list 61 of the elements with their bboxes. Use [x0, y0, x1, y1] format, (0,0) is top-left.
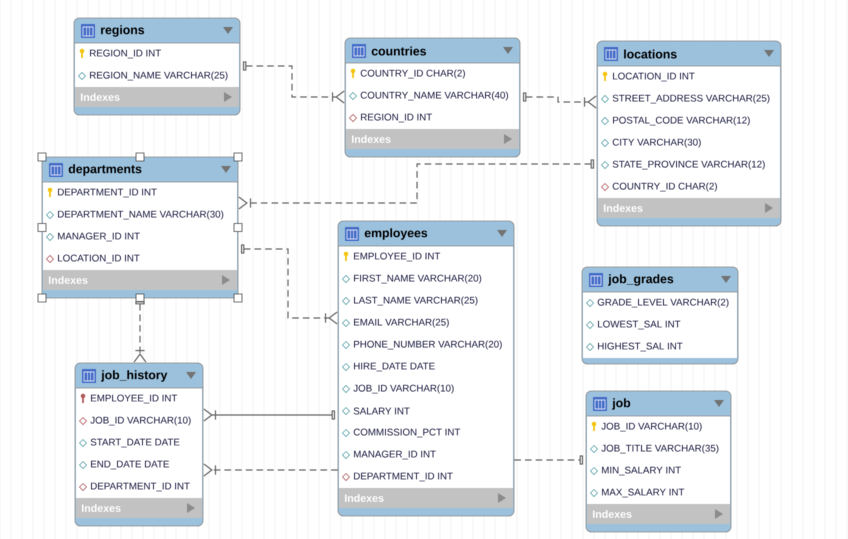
column-name: MIN_SALARY INT: [602, 466, 681, 476]
column-name: LOCATION_ID INT: [58, 254, 140, 264]
table-title: job_grades: [608, 274, 674, 286]
table-title: employees: [364, 228, 428, 240]
column-name: STREET_ADDRESS VARCHAR(25): [612, 94, 770, 104]
indexes-bar: Indexes: [598, 198, 780, 218]
column-name: PHONE_NUMBER VARCHAR(20): [354, 340, 502, 350]
column-name: REGION_NAME VARCHAR(25): [90, 71, 228, 81]
table-title: departments: [68, 164, 142, 176]
column-name: MANAGER_ID INT: [58, 232, 140, 242]
column-name: JOB_TITLE VARCHAR(35): [601, 444, 718, 454]
relationship-line: [514, 455, 584, 465]
column-name: END_DATE DATE: [91, 460, 169, 470]
column-name: LAST_NAME VARCHAR(25): [354, 296, 478, 306]
indexes-bar: Indexes: [75, 87, 239, 107]
column-name: DEPARTMENT_NAME VARCHAR(30): [58, 210, 224, 220]
column-name: JOB_ID VARCHAR(10): [90, 416, 191, 426]
column-name: LOCATION_ID INT: [613, 72, 695, 82]
column-name: FIRST_NAME VARCHAR(20): [354, 274, 482, 284]
column-name: GRADE_LEVEL VARCHAR(2): [598, 298, 728, 308]
table-title: locations: [624, 50, 677, 58]
relationship-line: [242, 61, 344, 104]
column-name: DEPARTMENT_ID INT: [91, 482, 190, 492]
indexes-bar: Indexes: [587, 504, 730, 524]
relationship-line: [204, 464, 338, 476]
column-name: CITY VARCHAR(30): [612, 138, 701, 148]
column-name: COUNTRY_ID CHAR(2): [612, 182, 717, 192]
column-name: COUNTRY_ID CHAR(2): [360, 69, 465, 79]
column-name: EMPLOYEE_ID INT: [91, 394, 178, 404]
column-name: REGION_ID INT: [361, 114, 432, 122]
relationship-line: [134, 300, 146, 362]
column-name: COUNTRY_NAME VARCHAR(40): [360, 91, 508, 101]
indexes-bar: Indexes: [339, 488, 513, 508]
relationship-line: [238, 159, 594, 210]
relationship-line: [204, 408, 336, 422]
column-name: EMPLOYEE_ID INT: [354, 252, 440, 262]
table-title: regions: [101, 25, 144, 37]
column-name: HIGHEST_SAL INT: [598, 342, 682, 352]
relationship-line: [522, 92, 596, 108]
column-name: DEPARTMENT_ID INT: [58, 188, 157, 198]
column-name: MANAGER_ID INT: [354, 450, 436, 460]
column-name: LOWEST_SAL INT: [598, 320, 680, 330]
column-name: DEPARTMENT_ID INT: [354, 472, 453, 482]
column-name: JOB_ID VARCHAR(10): [353, 384, 454, 394]
column-name: COMMISSION_PCT INT: [354, 428, 460, 438]
indexes-bar: Indexes: [43, 270, 237, 290]
column-name: SALARY INT: [354, 408, 410, 414]
column-name: POSTAL_CODE VARCHAR(12): [613, 116, 750, 126]
table-title: countries: [372, 46, 426, 56]
column-name: START_DATE DATE: [90, 438, 180, 448]
table-title: job_history: [101, 370, 168, 382]
column-name: REGION_ID INT: [90, 50, 161, 58]
table-title: job: [612, 398, 630, 410]
relationship-line: [240, 244, 338, 324]
column-name: EMAIL VARCHAR(25): [354, 318, 449, 328]
indexes-bar: Indexes: [76, 498, 202, 518]
column-name: HIRE_DATE DATE: [354, 362, 435, 372]
indexes-bar: Indexes: [346, 129, 519, 149]
column-name: MAX_SALARY INT: [602, 488, 684, 498]
column-name: JOB_ID VARCHAR(10): [601, 422, 702, 432]
column-name: STATE_PROVINCE VARCHAR(12): [612, 160, 765, 170]
